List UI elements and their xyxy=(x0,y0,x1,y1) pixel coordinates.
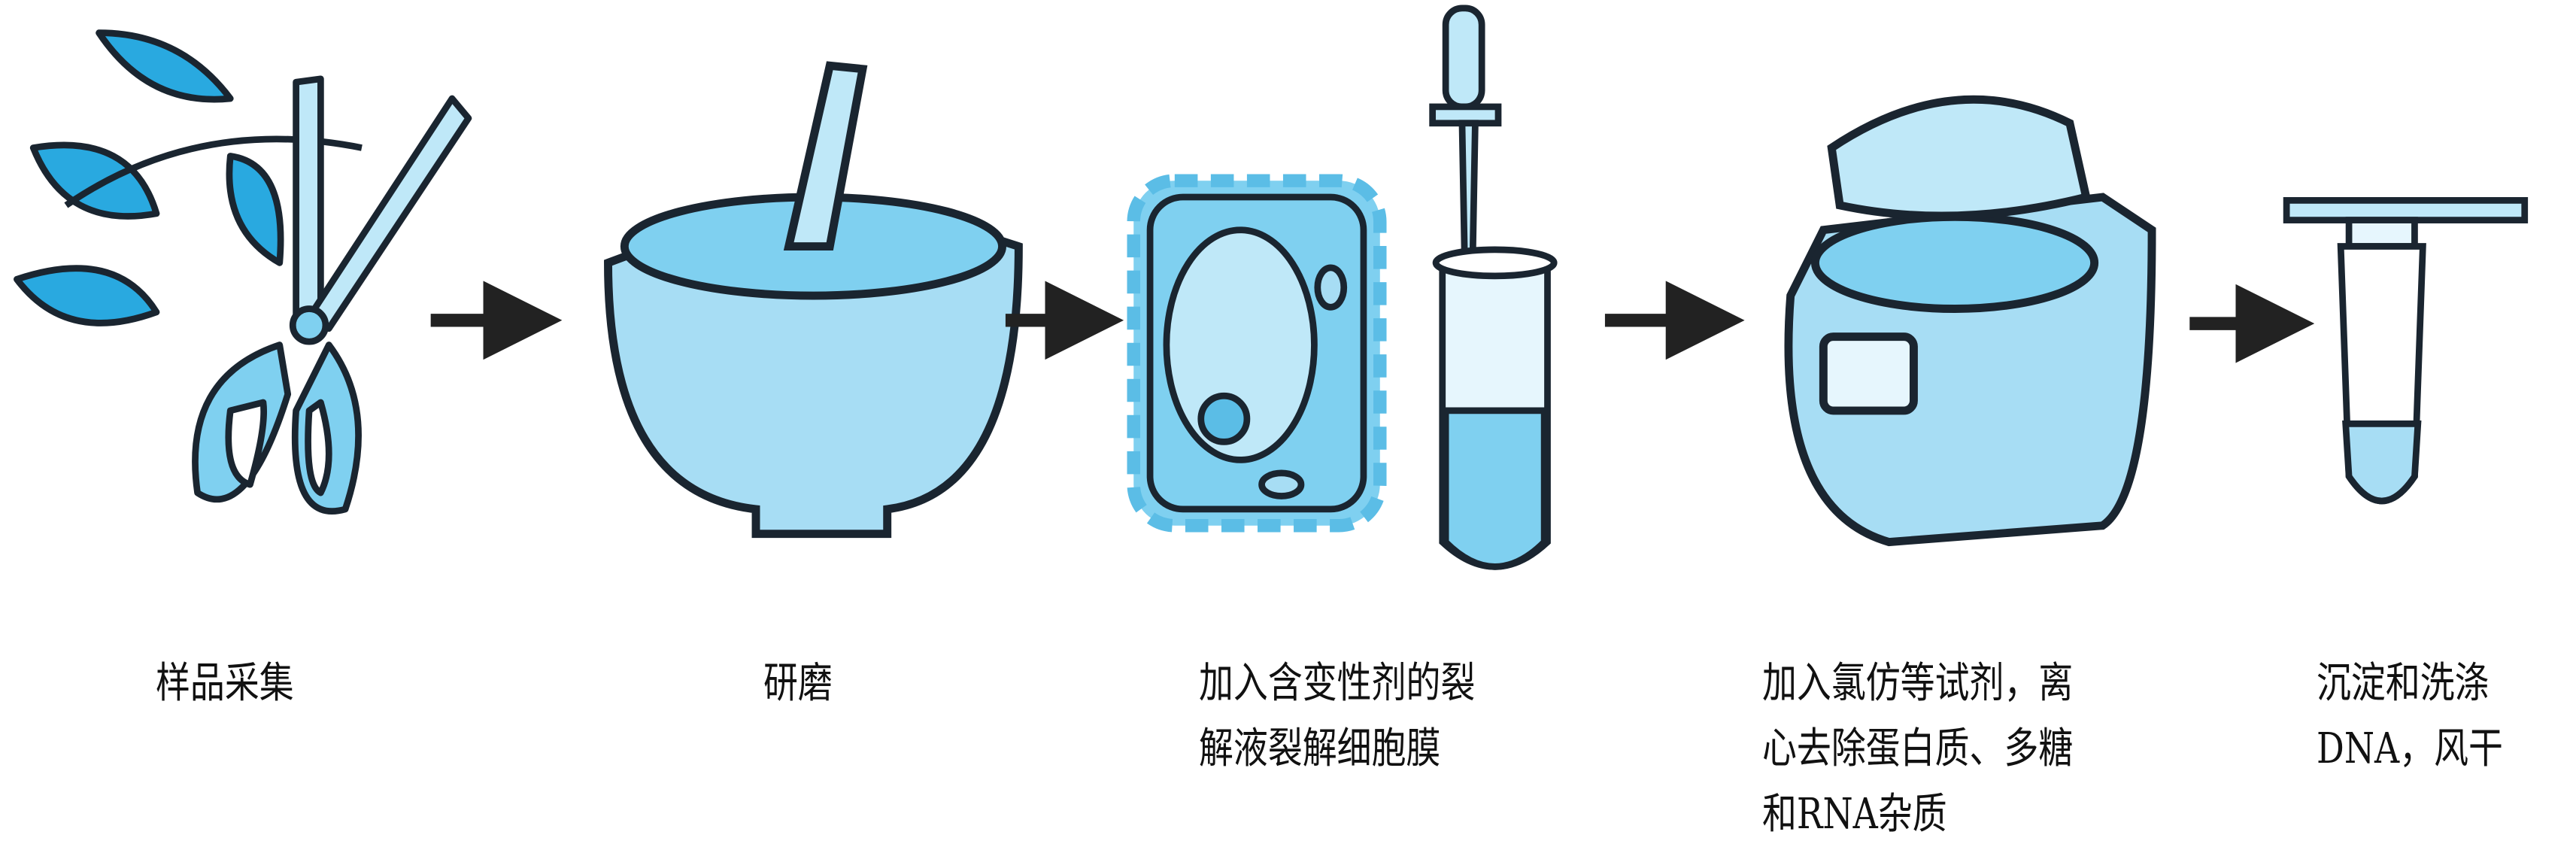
label-line: 解液裂解细胞膜 xyxy=(1199,724,1441,773)
mortar-pestle-icon xyxy=(604,61,1023,539)
label-line: 心去除蛋白质、多糖 xyxy=(1762,724,2074,773)
label-line: 加入氯仿等试剂，离 xyxy=(1762,659,2074,708)
label-line: DNA，风干 xyxy=(2317,724,2503,773)
label-line: 样品采集 xyxy=(156,659,294,708)
cell-icon xyxy=(1127,174,1387,533)
step-label-precipitation: 沉淀和洗涤 DNA，风干 xyxy=(2317,651,2544,782)
dropper-tube-icon xyxy=(1429,5,1558,570)
step-label-grinding: 研磨 xyxy=(763,651,848,716)
label-line: 和RNA杂质 xyxy=(1762,790,1947,839)
leaves-scissors-icon xyxy=(14,29,472,515)
centrifuge-icon xyxy=(1784,95,2156,547)
step-label-lysis: 加入含变性剂的裂 解液裂解细胞膜 xyxy=(1199,651,1536,782)
label-line: 沉淀和洗涤 xyxy=(2317,659,2490,708)
label-line: 加入含变性剂的裂 xyxy=(1199,659,1476,708)
step-label-sample-collection: 样品采集 xyxy=(156,651,324,716)
step-label-purification: 加入氯仿等试剂，离 心去除蛋白质、多糖 和RNA杂质 xyxy=(1762,651,2141,847)
label-line: 研磨 xyxy=(763,659,833,708)
microtube-icon xyxy=(2283,197,2529,505)
